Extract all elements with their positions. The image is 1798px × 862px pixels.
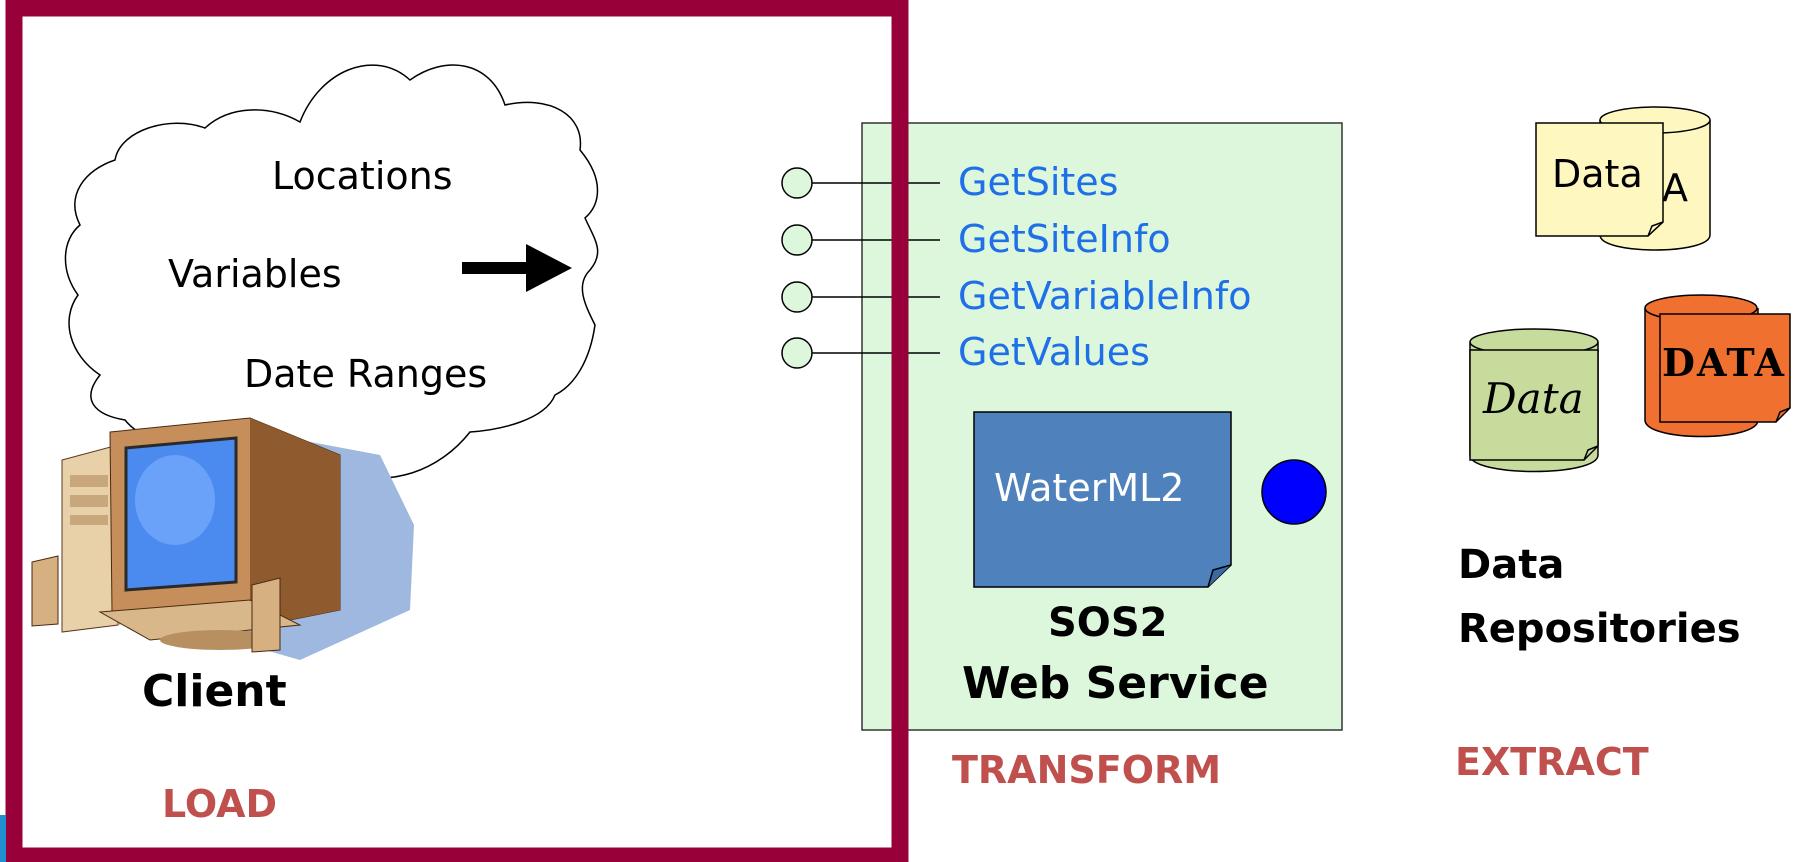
- repository-cylinder-orange: [1644, 294, 1791, 438]
- transform-label: TRANSFORM: [952, 748, 1222, 792]
- right-arrow-icon: [462, 244, 572, 292]
- corner-marker: [0, 815, 6, 862]
- cloud-item-locations: Locations: [272, 154, 453, 198]
- repo-yellow-hidden-fragment: A: [1662, 166, 1688, 210]
- waterml-label: WaterML2: [994, 466, 1185, 510]
- load-label: LOAD: [162, 782, 278, 826]
- repository-cylinder-yellow: [1535, 106, 1711, 251]
- method-getvalues: GetValues: [958, 330, 1150, 374]
- repositories-title-line1: Data: [1458, 542, 1565, 588]
- service-status-dot: [1261, 459, 1327, 525]
- repo-orange-label: DATA: [1662, 340, 1787, 385]
- computer-icon: [31, 417, 414, 660]
- cloud-item-date-ranges: Date Ranges: [244, 352, 488, 396]
- method-getsites: GetSites: [958, 160, 1119, 204]
- extract-label: EXTRACT: [1455, 740, 1649, 784]
- cloud-item-variables: Variables: [168, 252, 342, 296]
- method-getvariableinfo: GetVariableInfo: [958, 274, 1252, 318]
- port-getsiteinfo: [781, 224, 813, 256]
- client-label: Client: [142, 666, 287, 717]
- port-getvariableinfo: [781, 281, 813, 313]
- port-getsites: [781, 167, 813, 199]
- repositories-title-line2: Repositories: [1458, 606, 1741, 652]
- repository-cylinder-green: [1469, 328, 1599, 473]
- load-frame: [5, 0, 909, 862]
- method-connectors: [781, 167, 940, 369]
- port-getvalues: [781, 337, 813, 369]
- service-title-line1: SOS2: [1048, 600, 1168, 646]
- repo-green-label: Data: [1483, 374, 1584, 423]
- repo-yellow-label: Data: [1552, 152, 1643, 196]
- service-title-line2: Web Service: [962, 658, 1269, 709]
- method-getsiteinfo: GetSiteInfo: [958, 217, 1171, 261]
- query-cloud: [64, 64, 599, 479]
